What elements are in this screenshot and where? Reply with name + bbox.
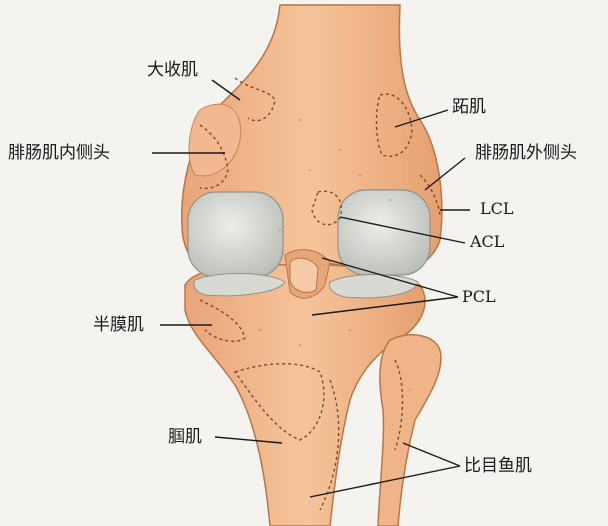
label-pcl: PCL	[462, 289, 496, 305]
label-gastroc-medial: 腓肠肌内侧头	[8, 145, 110, 162]
leader-soleus-1	[403, 443, 460, 466]
label-popliteus: 腘肌	[168, 429, 202, 446]
label-semimembranosus: 半膜肌	[93, 317, 144, 334]
fibula	[378, 335, 441, 526]
label-lcl: LCL	[480, 201, 514, 217]
label-plantaris: 跖肌	[452, 99, 486, 116]
medial-condyle-cartilage	[188, 192, 283, 277]
label-gastroc-lateral: 腓肠肌外侧头	[475, 145, 577, 162]
label-acl: ACL	[470, 234, 504, 250]
label-adductor-magnus: 大收肌	[147, 62, 198, 79]
pcl-ligament	[290, 258, 318, 292]
label-soleus: 比目鱼肌	[464, 458, 532, 475]
